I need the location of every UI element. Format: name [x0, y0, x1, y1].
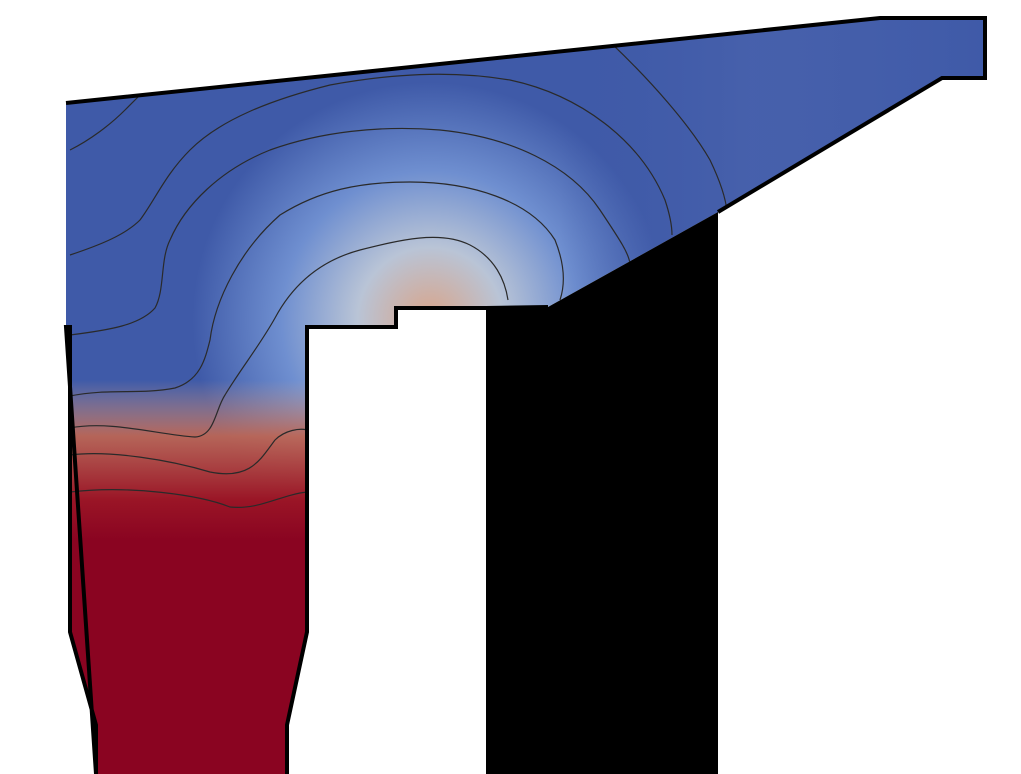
domain-outline: [63, 16, 987, 774]
contour-line: [69, 489, 308, 508]
contour-lines: [69, 41, 728, 508]
contour-line: [69, 73, 673, 256]
field-column-base: [66, 540, 320, 774]
field-right-cool: [66, 18, 985, 330]
contour-line: [69, 94, 141, 151]
contour-line: [69, 181, 564, 397]
contour-line: [69, 236, 509, 438]
contour-line: [609, 41, 728, 213]
solid-block: [486, 212, 718, 774]
contour-line: [69, 127, 631, 336]
contour-line: [69, 428, 308, 475]
